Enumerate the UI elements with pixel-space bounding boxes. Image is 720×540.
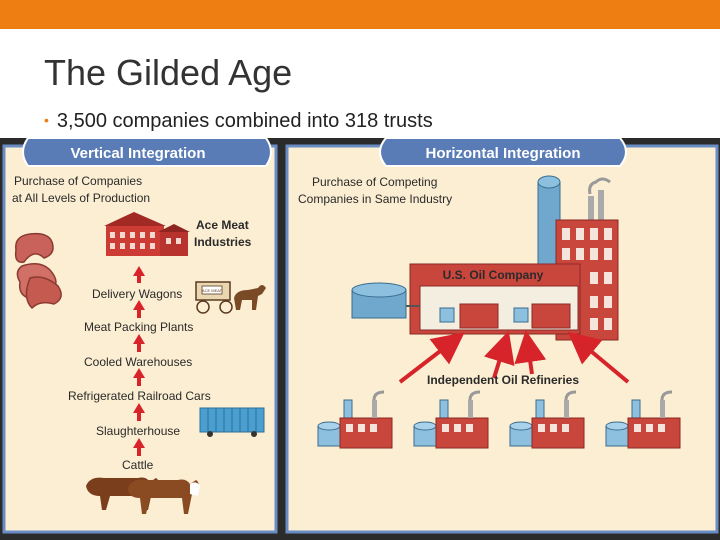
vertical-panel: Vertical Integration Purchase of Compani… xyxy=(4,138,276,532)
step-meat-packing: Meat Packing Plants xyxy=(84,320,193,334)
vertical-header-text: Vertical Integration xyxy=(70,145,205,162)
top-accent-bar xyxy=(0,0,720,29)
us-oil-company-label: U.S. Oil Company xyxy=(443,268,544,282)
horizontal-panel: Horizontal Integration Purchase of Compe… xyxy=(287,138,717,532)
vertical-caption-2: at All Levels of Production xyxy=(12,191,150,205)
bullet-text: 3,500 companies combined into 318 trusts xyxy=(57,110,433,132)
wagon-sign-text: ACE MEAT xyxy=(202,288,223,293)
vertical-caption-1: Purchase of Companies xyxy=(14,174,142,188)
bullet-item: • 3,500 companies combined into 318 trust… xyxy=(44,110,433,133)
horizontal-header: Horizontal Integration xyxy=(380,138,626,166)
ace-meat-label-2: Industries xyxy=(194,235,252,249)
step-cattle: Cattle xyxy=(122,458,154,472)
horizontal-header-text: Horizontal Integration xyxy=(426,145,581,162)
step-slaughterhouse: Slaughterhouse xyxy=(96,424,180,438)
step-delivery-wagons: Delivery Wagons xyxy=(92,287,182,301)
step-refrigerated-cars: Refrigerated Railroad Cars xyxy=(68,389,211,403)
slide-title: The Gilded Age xyxy=(44,52,292,94)
step-cooled-warehouses: Cooled Warehouses xyxy=(84,355,192,369)
independent-refineries-label: Independent Oil Refineries xyxy=(427,373,579,387)
bullet-dot-icon: • xyxy=(44,112,49,128)
integration-diagram: Vertical Integration Purchase of Compani… xyxy=(0,138,720,540)
ace-meat-label-1: Ace Meat xyxy=(196,218,249,232)
horizontal-caption-2: Companies in Same Industry xyxy=(298,192,452,206)
vertical-header: Vertical Integration xyxy=(23,138,271,166)
horizontal-caption-1: Purchase of Competing xyxy=(312,175,437,189)
